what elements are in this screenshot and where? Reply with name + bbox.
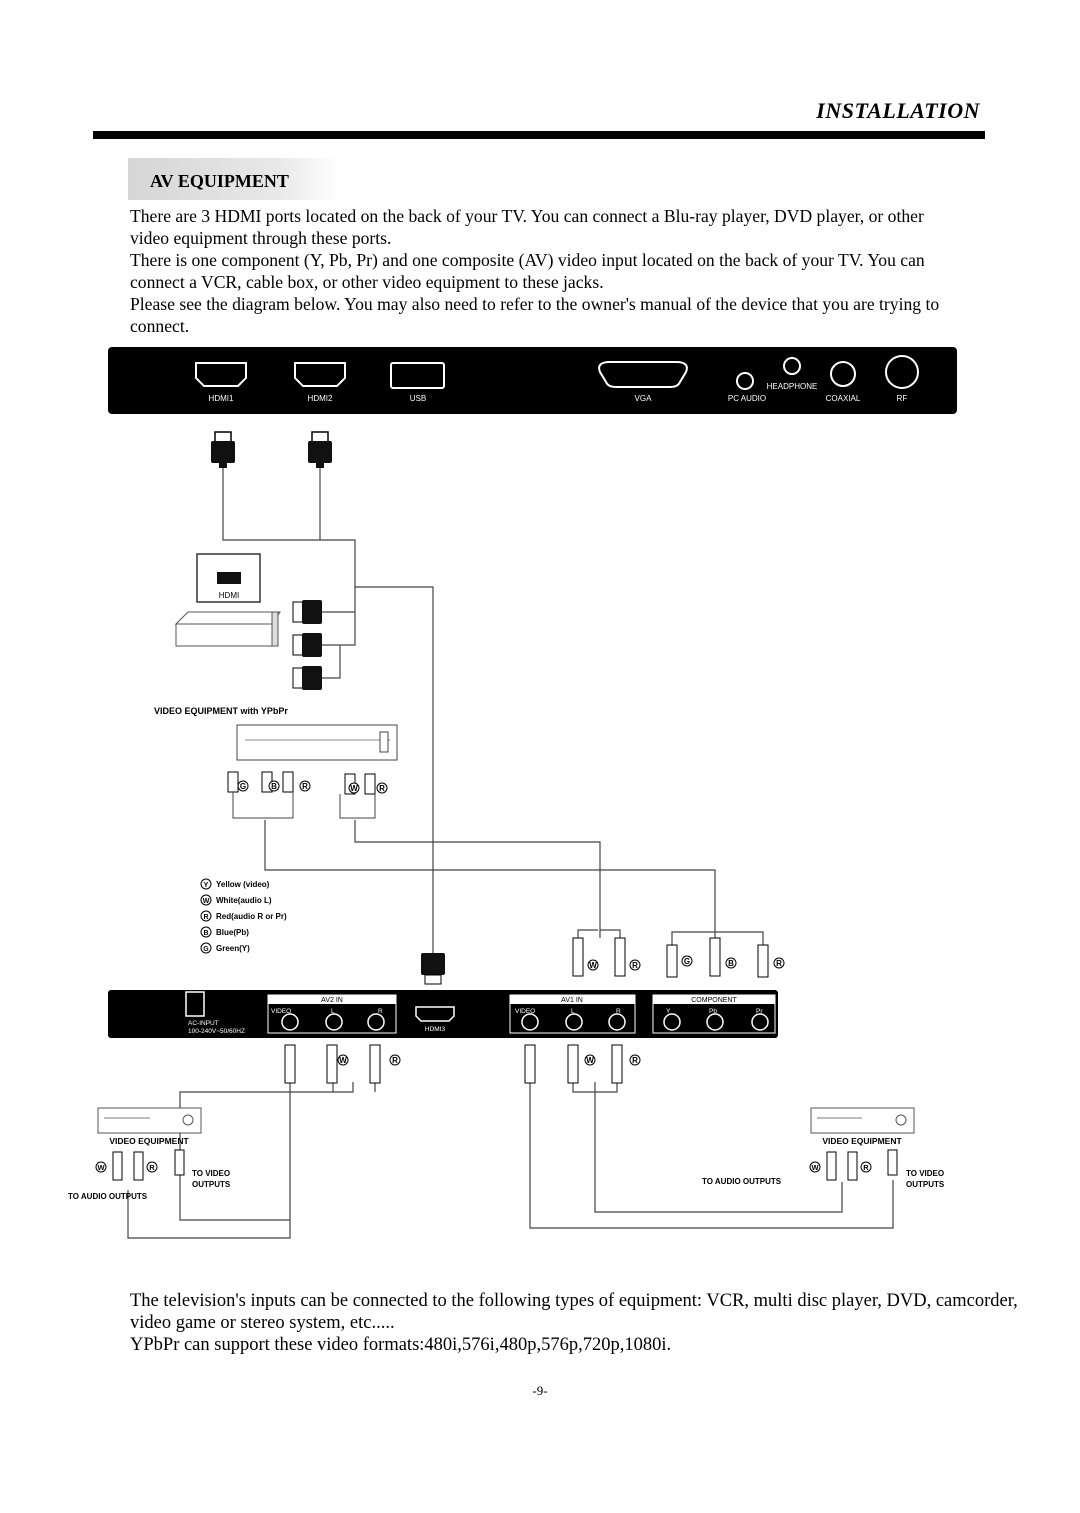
plug-letter-r: R — [632, 1056, 638, 1065]
footer-paragraph-1: The television's inputs can be connected… — [130, 1291, 1018, 1333]
legend-text: Red(audio R or Pr) — [216, 912, 287, 921]
cables — [127, 468, 894, 1239]
plug-letter-r: R — [776, 959, 782, 968]
intro-paragraph-2: There is one component (Y, Pb, Pr) and o… — [130, 250, 925, 292]
headphone-label: HEADPHONE — [767, 382, 818, 391]
av1-video-label: VIDEO — [515, 1008, 535, 1015]
ypbpr-device-label: VIDEO EQUIPMENT with YPbPr — [154, 706, 288, 716]
legend-text: Yellow (video) — [216, 880, 270, 889]
header-rule — [93, 131, 985, 139]
hdmi2-label: HDMI2 — [308, 394, 333, 403]
plug-letter-b: B — [271, 782, 277, 791]
plug-letter-r: R — [302, 782, 308, 791]
plug-letter-r: R — [149, 1163, 155, 1172]
plug-letter-w: W — [350, 784, 358, 793]
usb-port: USB — [390, 362, 445, 403]
ac-spec-label: 100-240V~50/60HZ — [188, 1028, 245, 1035]
plug-letter-r: R — [863, 1163, 869, 1172]
av1-in-label: AV1 IN — [561, 997, 583, 1004]
av1-component-plugs: W R G B R — [572, 937, 785, 978]
component-label: COMPONENT — [691, 997, 737, 1004]
plug-letter-w: W — [586, 1056, 594, 1065]
plug-letter-g: G — [684, 957, 690, 966]
hdmi-plug-2 — [308, 431, 332, 468]
coaxial-port: COAXIAL — [826, 361, 861, 403]
av1-r-label: R — [616, 1008, 621, 1015]
plug-letter-g: G — [240, 782, 246, 791]
ac-input-label: AC-INPUT — [188, 1020, 219, 1027]
intro-paragraph-1: There are 3 HDMI ports located on the ba… — [130, 206, 924, 248]
rf-port: RF — [885, 355, 919, 403]
left-video-equipment: VIDEO EQUIPMENT W R TO VIDEO OUTPUTS TO … — [68, 1107, 231, 1201]
vga-label: VGA — [635, 394, 653, 403]
legend-text: Blue(Pb) — [216, 928, 249, 937]
tv-bottom-panel: AC-INPUT 100-240V~50/60HZ AV2 IN VIDEO L… — [108, 990, 778, 1038]
legend-letter: B — [203, 930, 208, 937]
section-title: AV EQUIPMENT — [150, 171, 289, 191]
right-to-audio-label: TO AUDIO OUTPUTS — [702, 1177, 782, 1186]
component-y-label: Y — [666, 1008, 671, 1015]
av2-l-label: L — [331, 1008, 335, 1015]
av2-r-label: R — [378, 1008, 383, 1015]
legend-letter: Y — [204, 882, 209, 889]
plug-letter-r: R — [392, 1056, 398, 1065]
right-to-video-outputs-label: OUTPUTS — [906, 1180, 945, 1189]
plug-letter-r: R — [632, 961, 638, 970]
footer-text: The television's inputs can be connected… — [130, 1290, 1030, 1356]
hdmi2-port: HDMI2 — [294, 362, 346, 403]
coaxial-label: COAXIAL — [826, 394, 861, 403]
hdmi3-plug — [421, 953, 445, 985]
plug-letter-w: W — [97, 1163, 105, 1172]
av1-l-label: L — [571, 1008, 575, 1015]
plug-letter-b: B — [728, 959, 734, 968]
right-device-label: VIDEO EQUIPMENT — [822, 1136, 902, 1146]
plug-letter-w: W — [589, 961, 597, 970]
intro-text: There are 3 HDMI ports located on the ba… — [130, 205, 960, 337]
hdmi-side-plugs — [292, 600, 322, 690]
section-tab-background — [128, 158, 340, 200]
ypbpr-device — [236, 724, 398, 761]
av2-in-label: AV2 IN — [321, 997, 343, 1004]
right-to-video-label: TO VIDEO — [906, 1169, 944, 1178]
left-to-video-outputs-label: OUTPUTS — [192, 1180, 231, 1189]
right-video-equipment: VIDEO EQUIPMENT W R TO VIDEO OUTPUTS TO … — [702, 1107, 945, 1189]
hdmi-source-device: HDMI — [174, 553, 281, 647]
component-pb-label: Pb — [709, 1008, 717, 1015]
left-device-label: VIDEO EQUIPMENT — [109, 1136, 189, 1146]
intro-paragraph-3: Please see the diagram below. You may al… — [130, 294, 940, 336]
vga-port: VGA — [598, 361, 688, 403]
tv-top-panel: HDMI1 HDMI2 USB VGA PC AUDIO HEADPHONE C… — [108, 347, 957, 414]
left-to-video-label: TO VIDEO — [192, 1169, 230, 1178]
hdmi-plug-1 — [211, 431, 235, 468]
av-plugs-below: W R W R — [284, 1044, 641, 1084]
legend-text: Green(Y) — [216, 944, 250, 953]
plug-letter-w: W — [811, 1163, 819, 1172]
color-legend: Y Yellow (video) W White(audio L) R Red(… — [200, 878, 287, 954]
legend-letter: G — [203, 946, 209, 953]
component-pr-label: Pr — [756, 1008, 763, 1015]
pc-audio-port: PC AUDIO — [728, 372, 766, 403]
hdmi-device-label: HDMI — [219, 591, 239, 600]
footer-paragraph-2: YPbPr can support these video formats:48… — [130, 1335, 672, 1355]
usb-label: USB — [410, 394, 426, 403]
headphone-port: HEADPHONE — [767, 357, 818, 391]
av2-video-label: VIDEO — [271, 1008, 291, 1015]
plug-letter-r: R — [379, 784, 385, 793]
hdmi3-label: HDMI3 — [425, 1026, 446, 1033]
rf-label: RF — [897, 394, 908, 403]
pc-audio-label: PC AUDIO — [728, 394, 766, 403]
page-number: -9- — [532, 1383, 548, 1398]
left-to-audio-label: TO AUDIO OUTPUTS — [68, 1192, 148, 1201]
hdmi1-label: HDMI1 — [209, 394, 234, 403]
plug-letter-w: W — [339, 1056, 347, 1065]
legend-letter: W — [203, 898, 210, 905]
ypbpr-plug-group: G B R W R — [227, 771, 388, 819]
legend-text: White(audio L) — [216, 896, 272, 905]
legend-letter: R — [203, 914, 208, 921]
page-header-title: INSTALLATION — [816, 98, 980, 123]
hdmi1-port: HDMI1 — [195, 362, 247, 403]
